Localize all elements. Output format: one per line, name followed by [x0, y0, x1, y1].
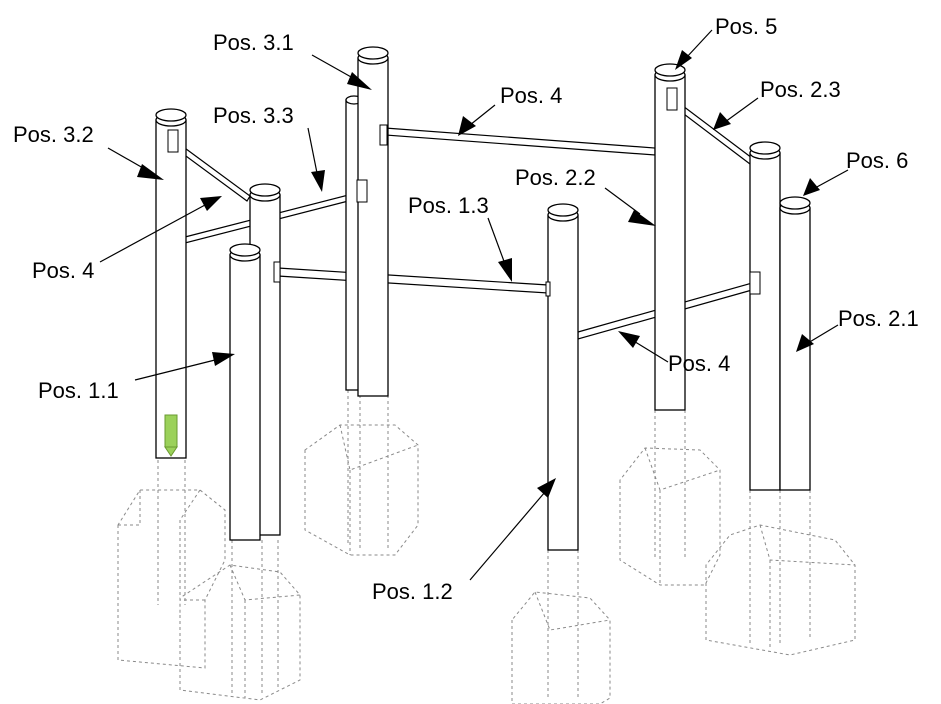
- label-pos-1-3: Pos. 1.3: [408, 193, 489, 218]
- label-pos-1-1: Pos. 1.1: [38, 378, 119, 403]
- arrow-icon: [212, 352, 235, 366]
- label-pos-1-2: Pos. 1.2: [372, 579, 453, 604]
- highlight-marker-tip: [164, 446, 178, 457]
- foundation-front-left: [179, 564, 301, 701]
- bar-pos4-top: [384, 127, 656, 156]
- label-pos-5: Pos. 5: [715, 14, 777, 39]
- foundation-front-left-post: [231, 540, 279, 695]
- arrow-icon: [618, 331, 640, 348]
- label-pos-6: Pos. 6: [846, 148, 908, 173]
- arrow-icon: [458, 116, 476, 136]
- foundations: [117, 390, 856, 704]
- post-2-2: [654, 63, 686, 411]
- label-pos-3-3: Pos. 3.3: [213, 103, 294, 128]
- foundation-right-back: [619, 447, 721, 586]
- arrow-icon: [628, 210, 656, 226]
- label-pos-3-1: Pos. 3.1: [213, 30, 294, 55]
- bracket-1-1: [273, 261, 281, 283]
- post-2-3: [749, 141, 781, 491]
- foundation-right-post: [749, 490, 811, 645]
- foundation-front-post: [547, 550, 579, 698]
- foundation-right: [705, 524, 856, 656]
- arrow-icon: [498, 258, 512, 282]
- foundation-left: [117, 489, 226, 669]
- label-pos-2-1: Pos. 2.1: [838, 306, 919, 331]
- foundation-right-back-post: [654, 410, 686, 560]
- post-3-2: [155, 108, 187, 459]
- leaders: [99, 29, 849, 581]
- post-2-1: [779, 196, 811, 491]
- arrow-icon: [796, 334, 814, 352]
- highlight-marker: [164, 414, 178, 448]
- label-pos-2-2: Pos. 2.2: [515, 165, 596, 190]
- bracket-3-1-left: [379, 124, 388, 146]
- posts: [155, 46, 811, 551]
- post-3-1: [357, 46, 389, 397]
- post-1-1: [229, 243, 281, 541]
- bracket-2-3: [749, 271, 761, 295]
- arrow-icon: [311, 170, 325, 192]
- arrow-icon: [200, 196, 222, 211]
- arrow-icon: [137, 164, 164, 180]
- bracket-2-2: [666, 87, 678, 111]
- label-pos-2-3: Pos. 2.3: [760, 77, 841, 102]
- bracket-1-2: [545, 281, 551, 297]
- foundation-back: [304, 424, 419, 556]
- label-pos-3-2: Pos. 3.2: [13, 122, 94, 147]
- foundation-back-post: [347, 390, 389, 550]
- bracket-3-3: [356, 179, 368, 203]
- label-pos-4-mid: Pos. 4: [668, 351, 730, 376]
- labels: Pos. 3.1 Pos. 5 Pos. 4 Pos. 2.3 Pos. 3.2…: [13, 14, 919, 604]
- arrow-icon: [537, 478, 556, 498]
- arrow-icon: [713, 112, 731, 130]
- foundation-left-post: [157, 460, 186, 605]
- post-1-2: [545, 203, 579, 551]
- arrow-icon: [675, 50, 692, 70]
- arrow-icon: [347, 72, 372, 90]
- label-pos-4-left: Pos. 4: [32, 258, 94, 283]
- arrow-icon: [803, 178, 820, 196]
- bracket-3-2: [167, 129, 179, 153]
- foundation-front: [511, 591, 611, 704]
- label-pos-4-top: Pos. 4: [500, 83, 562, 108]
